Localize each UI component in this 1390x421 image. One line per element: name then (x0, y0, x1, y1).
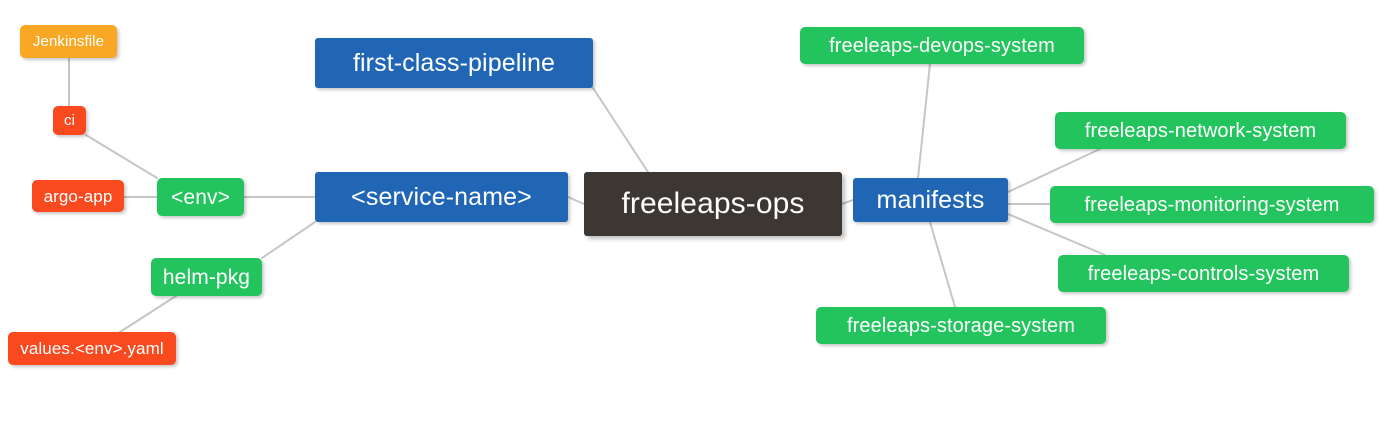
node-label: Jenkinsfile (32, 33, 105, 50)
node-manifests[interactable]: manifests (853, 178, 1008, 222)
node-argo-app[interactable]: argo-app (32, 180, 124, 212)
node-label: freeleaps-storage-system (846, 314, 1076, 337)
node-label: first-class-pipeline (352, 48, 556, 77)
node-jenkinsfile[interactable]: Jenkinsfile (20, 25, 117, 58)
node-label: manifests (876, 185, 985, 214)
node-ci[interactable]: ci (53, 106, 86, 135)
node-first-class-pipeline[interactable]: first-class-pipeline (315, 38, 593, 88)
node-label: <env> (171, 185, 230, 209)
node-freeleaps-network-system[interactable]: freeleaps-network-system (1055, 112, 1346, 149)
edge-service-name-to-helm-pkg (261, 221, 316, 259)
node-label: freeleaps-ops (621, 187, 805, 220)
node-values-env-yaml[interactable]: values.<env>.yaml (8, 332, 176, 365)
node-label: argo-app (43, 186, 113, 206)
node-label: freeleaps-network-system (1084, 119, 1317, 142)
edge-helm-pkg-to-values-env-yaml (119, 295, 177, 333)
edge-freeleaps-ops-to-service-name (567, 196, 585, 205)
node-label: <service-name> (351, 182, 532, 211)
node-label: freeleaps-controls-system (1087, 262, 1320, 285)
edge-freeleaps-ops-to-first-class-pipeline (592, 87, 649, 173)
edge-manifests-to-freeleaps-storage-system (929, 221, 956, 308)
node-freeleaps-controls-system[interactable]: freeleaps-controls-system (1058, 255, 1349, 292)
edge-env-to-ci (85, 134, 158, 179)
node-label: helm-pkg (162, 265, 251, 289)
node-label: values.<env>.yaml (20, 339, 164, 358)
node-label: ci (63, 112, 76, 129)
node-freeleaps-devops-system[interactable]: freeleaps-devops-system (800, 27, 1084, 64)
node-label: freeleaps-devops-system (829, 34, 1055, 57)
node-freeleaps-monitoring-system[interactable]: freeleaps-monitoring-system (1050, 186, 1374, 223)
node-env[interactable]: <env> (157, 178, 244, 216)
node-freeleaps-storage-system[interactable]: freeleaps-storage-system (816, 307, 1106, 344)
node-label: freeleaps-monitoring-system (1084, 193, 1340, 216)
edge-manifests-to-freeleaps-devops-system (917, 63, 931, 179)
node-freeleaps-ops[interactable]: freeleaps-ops (584, 172, 842, 236)
node-helm-pkg[interactable]: helm-pkg (151, 258, 262, 296)
node-service-name[interactable]: <service-name> (315, 172, 568, 222)
edge-freeleaps-ops-to-manifests (841, 199, 854, 205)
